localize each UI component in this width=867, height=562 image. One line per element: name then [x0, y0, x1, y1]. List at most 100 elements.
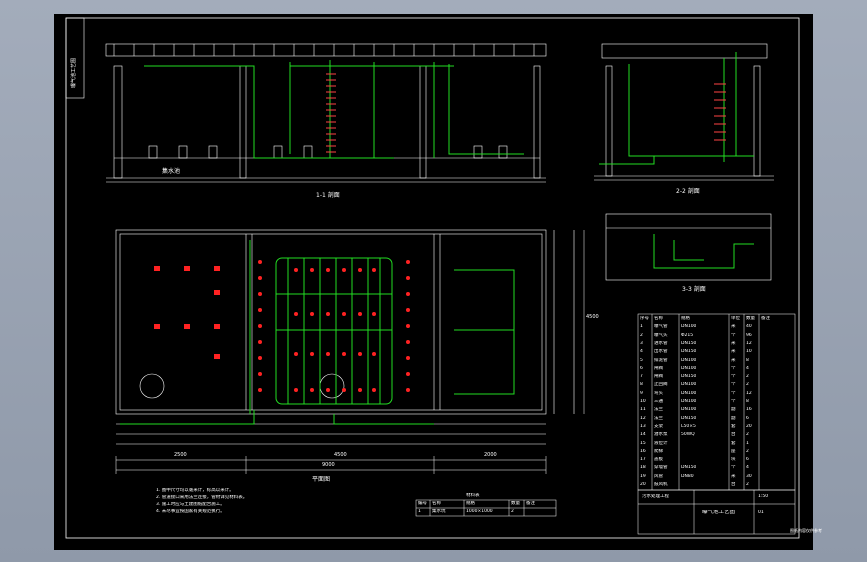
material-table-cell: 20 [746, 423, 752, 429]
dimension-total: 9000 [322, 462, 335, 468]
material-table-cell: DN150 [681, 340, 697, 346]
material-table-cell: 2 [746, 382, 749, 388]
material-table-cell: 风管 [654, 473, 663, 479]
binding-strip [65, 17, 85, 99]
dimension-height: 4500 [586, 314, 599, 320]
material-table-cell: 18 [640, 465, 646, 471]
section-3-3-title: 3-3 剖面 [682, 286, 706, 293]
note-line: 2. 管道接口采用法兰连接，管材详见材料表。 [156, 495, 248, 500]
material-table-cell: DN100 [681, 390, 697, 396]
material-table-cell: 6 [640, 365, 643, 371]
material-table-cell: DN150 [681, 415, 697, 421]
material-table-cell: 米 [731, 357, 736, 363]
plan-view [115, 229, 575, 445]
section-1-1-diffuser-column [326, 73, 336, 153]
dimension-segment-c: 2000 [484, 452, 497, 458]
material-table-cell: 11 [640, 407, 646, 413]
binding-strip-label: 曝气池工艺图 [71, 57, 77, 88]
watermark-text: 图纸内容仅供参考 [790, 528, 822, 533]
material-table-cell: 台 [731, 482, 736, 487]
material-table-cell: 套 [731, 440, 736, 446]
material-table-cell: 法兰 [654, 407, 663, 413]
small-table-cell: 2 [511, 509, 514, 514]
material-table-cell: 进水管 [654, 340, 668, 346]
section-2-2-diffuser-column [714, 83, 726, 141]
material-table-cell: 12 [640, 415, 646, 421]
material-table-cell: 8 [746, 357, 749, 363]
material-table-header: 规格 [681, 316, 690, 321]
drawing-svg [65, 17, 800, 539]
material-table-cell: DN100 [681, 407, 697, 413]
small-table-cell: 集水坑 [432, 509, 446, 514]
material-table-cell: 出水管 [654, 349, 668, 355]
material-table-cell: 米 [731, 473, 736, 479]
title-block-project: 污水处理工程 [642, 494, 669, 499]
material-table-cell: 17 [640, 457, 646, 463]
section-2-2-title: 2-2 剖面 [676, 188, 700, 195]
material-table-cell: 13 [640, 423, 646, 429]
material-table-cell: 闸阀 [654, 374, 663, 380]
material-table-cell: 曝气管 [654, 324, 668, 330]
section-3-3-pipes [653, 234, 754, 269]
material-table-cell: 8 [746, 399, 749, 404]
note-line: 3. 施工时应与土建图纸配合施工。 [156, 502, 225, 507]
material-table-cell: DN100 [681, 324, 697, 330]
plan-title: 平面图 [312, 476, 331, 483]
material-table-cell: 14 [640, 432, 646, 438]
material-table-cell: 曝气头 [654, 332, 668, 338]
material-table-cell: 10 [640, 399, 646, 404]
material-table-cell: 套 [731, 423, 736, 429]
material-table-cell: 50WQ [681, 432, 695, 438]
small-table-header: 规格 [466, 501, 475, 506]
material-table-cell: 止回阀 [654, 382, 668, 388]
material-table-header: 备注 [761, 316, 770, 321]
cad-drawing-canvas[interactable]: 1-1 剖面 2-2 剖面 3-3 剖面 平面图 集水池 9000 2500 4… [54, 14, 822, 550]
title-block-scale: 1:50 [758, 494, 769, 499]
material-table-cell: 个 [731, 465, 736, 471]
material-table-cell: 2 [746, 374, 749, 380]
small-table-title: 材料表 [466, 493, 480, 498]
material-table-cell: 1 [746, 440, 749, 446]
material-table-cell: 16 [640, 448, 646, 454]
material-table-cell: 米 [731, 324, 736, 330]
material-table-cell: 20 [640, 482, 646, 487]
material-table-cell: 2 [640, 332, 643, 338]
small-table-header: 名称 [432, 501, 441, 506]
section-3-3 [605, 213, 772, 281]
material-table-cell: 6 [746, 457, 749, 463]
plan-aeration-grid [120, 240, 515, 425]
material-table-cell: 7 [640, 374, 643, 380]
material-table-cell: 爬梯 [654, 448, 663, 454]
material-table-cell: 副 [731, 415, 736, 421]
material-table-cell: 30 [746, 473, 752, 479]
material-table-cell: 个 [731, 390, 736, 396]
material-table-cell: 2 [746, 448, 749, 454]
material-table-header: 序号 [640, 316, 649, 321]
material-table-cell: 个 [731, 365, 736, 371]
material-table-cell: 穿墙管 [654, 465, 668, 471]
section-2-2-pipes [599, 52, 754, 165]
note-line: 1. 图中尺寸均以毫米计，标高以米计。 [156, 488, 234, 493]
material-table-cell: 米 [731, 340, 736, 346]
material-table-cell: 闸阀 [654, 365, 663, 371]
material-table-cell: DN100 [681, 365, 697, 371]
material-table-cell: 排泥管 [654, 357, 668, 363]
material-table-cell: 9 [640, 390, 643, 396]
section-1-1 [105, 43, 547, 183]
material-table-cell: 16 [746, 407, 752, 413]
material-table-cell: DN150 [681, 374, 697, 380]
material-table-cell: 4 [746, 365, 749, 371]
small-table-header: 编号 [418, 501, 427, 506]
dimension-segment-b: 4500 [334, 452, 347, 458]
material-table-cell: 8 [640, 382, 643, 388]
material-table-cell: 米 [731, 349, 736, 355]
small-table-grid [415, 499, 557, 517]
section-1-1-pipes [144, 60, 524, 159]
material-table-cell: 19 [640, 473, 646, 479]
material-table-cell: 96 [746, 332, 752, 338]
note-line: 4. 未尽事宜按国家有关规范执行。 [156, 509, 225, 514]
material-table-cell: 1 [640, 324, 643, 330]
material-table-cell: 液位计 [654, 440, 668, 446]
small-table-header: 备注 [526, 501, 535, 506]
material-table-cell: 15 [640, 440, 646, 446]
